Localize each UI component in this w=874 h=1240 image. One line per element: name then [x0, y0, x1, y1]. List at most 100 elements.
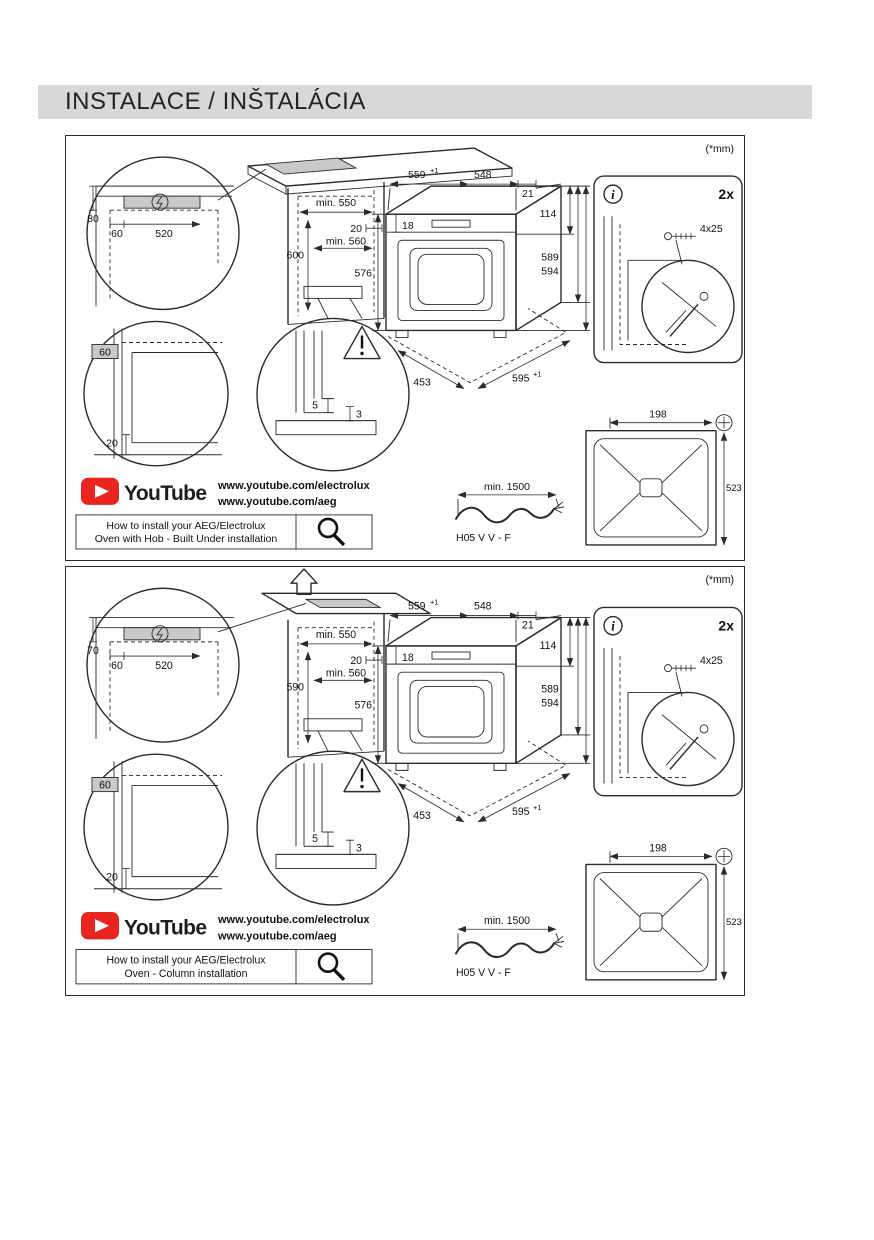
- installation-diagram: (*mm) 70 60 520 60: [75, 568, 743, 985]
- dim-vent-gap-b: 3: [356, 842, 362, 854]
- warning-triangle-icon: [343, 325, 381, 360]
- dim-foot-width-tolerance: +1: [533, 370, 542, 379]
- dim-niche-depth: min. 560: [326, 235, 366, 247]
- screwdriver-icon: [669, 303, 699, 337]
- dim-panel-height: 18: [402, 652, 414, 664]
- dim-front-top: 114: [540, 208, 557, 220]
- youtube-branding: YouTube www.youtube.com/electrolux www.y…: [81, 912, 370, 942]
- screw-mounting-info-box: i 2x 4x25: [593, 606, 743, 797]
- column-cabinet-top: [217, 592, 431, 633]
- dim-rear-height: 523: [726, 917, 742, 928]
- vent-strip: [303, 718, 363, 732]
- dim-height-594: 594: [541, 698, 559, 710]
- caption-line1: How to install your AEG/Electrolux: [106, 955, 266, 967]
- info-icon: [603, 184, 623, 204]
- oven-isometric: 559 +1 548 21 18 114 589 594 576 453 5: [354, 166, 590, 389]
- youtube-url-aeg: www.youtube.com/aeg: [217, 496, 337, 508]
- page-title-bar: INSTALACE / INŠTALÁCIA: [38, 85, 812, 119]
- dim-foot-width: 595: [512, 806, 530, 818]
- youtube-url-electrolux: www.youtube.com/electrolux: [217, 914, 370, 926]
- floor-hatch: [275, 853, 377, 869]
- dim-vent-gap-a: 5: [312, 833, 318, 845]
- dim-plinth-gap: 20: [106, 438, 118, 450]
- magnifier-icon: [317, 952, 346, 982]
- direction-up-arrow-icon: [290, 568, 318, 596]
- dim-oven-width-tolerance: +1: [430, 166, 439, 175]
- dim-top-gap: 20: [350, 655, 362, 667]
- dim-niche-height: 590: [286, 681, 304, 693]
- video-caption: How to install your AEG/Electrolux Oven …: [75, 514, 373, 550]
- magnifier-icon: [317, 517, 346, 547]
- cable-type-label: H05 V V - F: [456, 967, 511, 979]
- dim-vent-gap-a: 5: [312, 400, 318, 412]
- page-title: INSTALACE / INŠTALÁCIA: [65, 88, 366, 115]
- info-icon-glyph: i: [611, 619, 615, 634]
- dim-rear-height: 523: [726, 483, 742, 494]
- dim-oven-width-tolerance: +1: [430, 597, 439, 606]
- dim-oven-depth-top: 548: [474, 600, 492, 612]
- dim-top-gap: 20: [350, 223, 362, 235]
- oven-rear-view: 198 523: [585, 409, 742, 546]
- dim-panel-depth: 21: [522, 188, 534, 200]
- power-cable: min. 1500 H05 V V - F: [455, 481, 565, 544]
- dim-cable-length: min. 1500: [484, 915, 530, 927]
- video-caption: How to install your AEG/Electrolux Oven …: [75, 949, 373, 985]
- detail-plinth: 60 20: [83, 753, 229, 901]
- unit-note: (*mm): [705, 574, 734, 586]
- youtube-wordmark: YouTube: [124, 916, 207, 939]
- screw-size-label: 4x25: [700, 655, 723, 667]
- dim-niche-depth: min. 560: [326, 667, 366, 679]
- dim-rail-length: 520: [155, 228, 173, 240]
- info-icon: [603, 615, 623, 636]
- oven-rear-view: 198 523: [585, 842, 742, 981]
- dim-foot-width-tolerance: +1: [533, 803, 542, 812]
- dim-oven-depth-top: 548: [474, 169, 492, 181]
- screw-count-label: 2x: [718, 618, 734, 634]
- screw-count-label: 2x: [718, 186, 734, 202]
- screwdriver-detail-circle: [641, 259, 735, 354]
- dim-panel-height: 18: [402, 220, 414, 232]
- caption-line2: Oven - Column installation: [125, 968, 248, 980]
- cable-type-label: H05 V V - F: [456, 532, 511, 544]
- power-cable: min. 1500 H05 V V - F: [455, 915, 565, 979]
- dim-front-top: 114: [540, 640, 557, 652]
- worktop-with-hob: [217, 147, 513, 201]
- info-icon-glyph: i: [611, 187, 615, 202]
- youtube-url-aeg: www.youtube.com/aeg: [217, 930, 337, 942]
- screw-position-icon: [715, 847, 733, 865]
- screw-size-label: 4x25: [700, 223, 723, 235]
- hob-cutout: [264, 157, 358, 175]
- screwdriver-detail-circle: [641, 691, 735, 787]
- caption-line1: How to install your AEG/Electrolux: [106, 520, 266, 532]
- warning-triangle-icon: [343, 758, 381, 793]
- dim-rail-offset: 60: [111, 228, 123, 240]
- detail-vent-warning: 5 3: [256, 750, 410, 906]
- dim-oven-width: 559: [408, 169, 426, 181]
- dim-rear-screw-x: 198: [649, 842, 667, 854]
- dim-height-594: 594: [541, 265, 559, 277]
- youtube-url-electrolux: www.youtube.com/electrolux: [217, 480, 370, 492]
- detail-wall-mounting: 70 60 520: [86, 587, 240, 743]
- dim-rear-screw-x: 198: [649, 409, 667, 421]
- dim-rail-length: 520: [155, 660, 173, 672]
- unit-note: (*mm): [705, 143, 734, 155]
- dim-foot-depth: 453: [413, 377, 431, 389]
- panel-column-installation: (*mm) 70 60 520 60: [65, 566, 745, 996]
- dim-height-589: 589: [541, 251, 559, 263]
- screw-icon: [664, 232, 696, 241]
- dim-oven-width: 559: [408, 600, 426, 612]
- youtube-branding: YouTube www.youtube.com/electrolux www.y…: [81, 477, 370, 508]
- dim-cable-length: min. 1500: [484, 481, 530, 493]
- dim-panel-depth: 21: [522, 620, 534, 632]
- dim-vent-gap-b: 3: [356, 409, 362, 421]
- screw-icon: [664, 664, 696, 673]
- oven-display: [431, 651, 471, 660]
- dim-foot-width: 595: [512, 373, 530, 385]
- screw-mounting-info-box: i 2x 4x25: [593, 175, 743, 364]
- dim-body-height: 576: [354, 700, 372, 712]
- youtube-wordmark: YouTube: [124, 482, 206, 505]
- detail-vent-warning: 5 3: [256, 317, 410, 472]
- dim-wall-gap: 70: [87, 645, 99, 657]
- dim-plinth-gray: 60: [99, 780, 111, 792]
